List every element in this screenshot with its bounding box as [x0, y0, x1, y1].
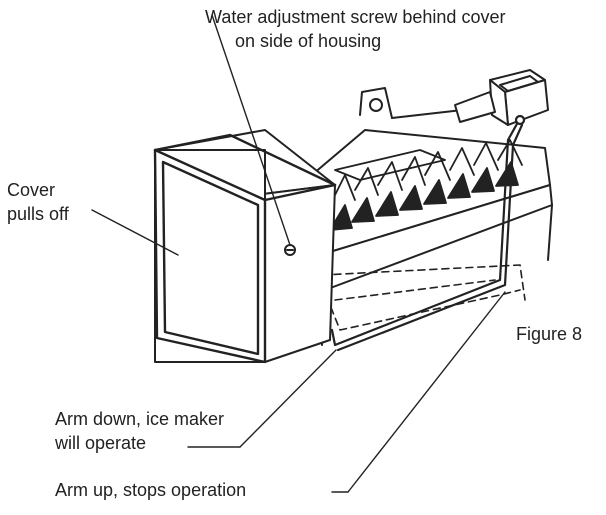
water-adjustment-line2: on side of housing	[235, 31, 382, 51]
leader-cover	[91, 209, 179, 256]
water-adjustment-line1: Water adjustment screw behind cover	[205, 7, 506, 27]
cover-line2: pulls off	[7, 204, 69, 224]
arm-down-label: Arm down, ice maker will operate	[55, 407, 224, 455]
cover-line1: Cover	[7, 180, 56, 200]
housing-cover	[153, 133, 337, 364]
leader-arm-down-b	[239, 349, 337, 448]
figure-caption: Figure 8	[516, 324, 583, 344]
leader-water-screw	[211, 14, 291, 246]
water-adjustment-screw	[284, 244, 296, 256]
leader-lines	[91, 14, 506, 493]
fill-cup	[454, 69, 549, 126]
arm-down-line2: will operate	[55, 433, 147, 453]
arm-up-label: Arm up, stops operation	[55, 480, 247, 500]
shutoff-arm	[330, 114, 526, 352]
arm-down-line1: Arm down, ice maker	[55, 409, 225, 429]
water-adjustment-label: Water adjustment screw behind cover on s…	[205, 5, 505, 53]
cover-label: Cover pulls off	[7, 178, 69, 226]
leader-arm-up-b	[347, 291, 506, 493]
